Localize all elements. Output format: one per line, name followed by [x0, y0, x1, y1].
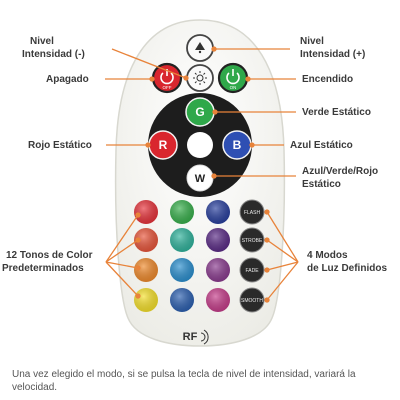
- mode-button-label: STROBE: [242, 238, 263, 244]
- power-icon: [226, 72, 240, 85]
- mode-button-strobe[interactable]: STROBE: [239, 227, 265, 253]
- color-tone-button-9[interactable]: [206, 258, 230, 282]
- center-button[interactable]: [187, 132, 213, 158]
- label-modos-2: de Luz Definidos: [307, 263, 387, 274]
- power-icon: [160, 72, 174, 85]
- intensity-up-button[interactable]: [186, 34, 214, 62]
- white-button-label: W: [195, 173, 206, 185]
- rf-logo: RF: [183, 329, 209, 345]
- label-nivel-plus-2: Intensidad (+): [300, 49, 365, 60]
- rf-logo-text: RF: [183, 331, 198, 343]
- mode-button-smooth[interactable]: SMOOTH: [239, 287, 265, 313]
- blue-button[interactable]: B: [222, 130, 252, 160]
- label-nivel-minus-2: Intensidad (-): [22, 49, 85, 60]
- on-button[interactable]: ON: [217, 62, 249, 94]
- color-tone-button-8[interactable]: [170, 258, 194, 282]
- mode-button-label: FADE: [245, 268, 259, 274]
- color-tone-button-3[interactable]: [206, 200, 230, 224]
- color-tone-button-2[interactable]: [170, 200, 194, 224]
- label-rojo: Rojo Estático: [28, 140, 92, 151]
- mode-button-fade[interactable]: FADE: [239, 257, 265, 283]
- red-button[interactable]: R: [148, 130, 178, 160]
- arrow-up-icon: [195, 42, 205, 50]
- blue-button-label: B: [233, 138, 242, 152]
- wifi-icon: [200, 329, 209, 345]
- mode-button-label: SMOOTH: [241, 298, 263, 304]
- green-button[interactable]: G: [185, 97, 215, 127]
- color-tone-button-7[interactable]: [134, 258, 158, 282]
- color-tone-button-1[interactable]: [134, 200, 158, 224]
- label-nivel-minus-1: Nivel: [30, 36, 54, 47]
- on-label: ON: [230, 85, 237, 90]
- label-tonos-2: Predeterminados: [2, 263, 84, 274]
- red-button-label: R: [159, 138, 168, 152]
- sun-icon: [193, 71, 207, 85]
- white-button[interactable]: W: [186, 164, 214, 192]
- label-rgb-2: Estático: [302, 179, 341, 190]
- off-label: OFF: [163, 85, 172, 90]
- mode-button-column: FLASH STROBE FADE SMOOTH: [239, 199, 265, 313]
- color-tone-button-4[interactable]: [134, 228, 158, 252]
- label-tonos-1: 12 Tonos de Color: [6, 250, 93, 261]
- label-apagado: Apagado: [46, 74, 89, 85]
- color-tone-button-6[interactable]: [206, 228, 230, 252]
- mode-button-label: FLASH: [244, 210, 261, 216]
- off-button[interactable]: OFF: [151, 62, 183, 94]
- color-tone-button-11[interactable]: [170, 288, 194, 312]
- label-rgb-1: Azul/Verde/Rojo: [302, 166, 378, 177]
- mode-button-flash[interactable]: FLASH: [239, 199, 265, 225]
- callout-lines: [105, 46, 299, 303]
- label-encendido: Encendido: [302, 74, 353, 85]
- label-azul: Azul Estático: [290, 140, 353, 151]
- color-tone-button-12[interactable]: [206, 288, 230, 312]
- color-tone-button-10[interactable]: [134, 288, 158, 312]
- color-tone-button-5[interactable]: [170, 228, 194, 252]
- color-tone-grid: [134, 200, 230, 312]
- intensity-down-button[interactable]: [186, 64, 214, 92]
- label-verde: Verde Estático: [302, 107, 371, 118]
- label-nivel-plus-1: Nivel: [300, 36, 324, 47]
- green-button-label: G: [195, 105, 204, 119]
- footnote-caption: Una vez elegido el modo, si se pulsa la …: [12, 369, 356, 393]
- label-modos-1: 4 Modos: [307, 250, 348, 261]
